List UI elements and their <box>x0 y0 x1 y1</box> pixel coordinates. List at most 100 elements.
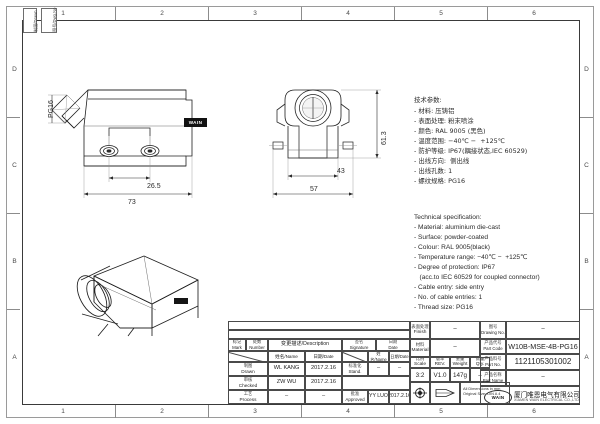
company-name-cn: 厦门唯恩电气有限公司 <box>514 391 580 399</box>
rev-header-date: 日期 Date <box>376 339 410 351</box>
material-label: 材料 Material <box>410 339 430 357</box>
checked-date-value: 2017.2.16 <box>311 379 336 386</box>
rev-header-date-en: Date <box>388 344 398 350</box>
zone-tick-top <box>208 7 209 20</box>
stand-date-value: – <box>397 365 402 372</box>
drawing-no-label-cn: 图号 <box>488 324 498 330</box>
part-name-label-en: Part Name <box>482 377 504 383</box>
scale-label: 比例 Scale <box>410 357 430 368</box>
role-process: 工艺 Process <box>228 390 268 404</box>
name-header-left: 姓名/Name <box>268 351 305 362</box>
spec-en-line-6: (acc.to IEC 60529 for coupled connector) <box>414 274 540 281</box>
company-logo-icon: WAIN <box>484 389 512 403</box>
zone-tick-bottom <box>394 405 395 418</box>
dim-label-61-3: 61.3 <box>381 131 388 145</box>
process-name: – <box>268 390 305 404</box>
role-checked-en: Checked <box>238 382 258 388</box>
rev-header-signature: 签名 Signature <box>342 339 376 351</box>
rev-header-signature-cn: 签名 <box>354 339 364 345</box>
rev-header-number-en: Number <box>249 344 265 350</box>
drawn-name-value: WL KANG <box>273 365 300 372</box>
signer-corner-left <box>228 351 268 362</box>
spec-en-line-5: - Degree of protection: IP67 <box>414 264 496 271</box>
role-checked: 审核 Checked <box>228 376 268 390</box>
corner-box-drawn-label: 制图/Drawn <box>33 10 38 32</box>
spec-cn-line-6: - 出线方向: 侧出线 <box>414 157 470 165</box>
spec-en-line-3: - Colour: RAL 9005(black) <box>414 244 490 251</box>
checked-name-value: ZW WU <box>276 379 297 386</box>
approved-name-value: YY LUO <box>369 393 388 400</box>
dimension-26-5 <box>108 156 151 182</box>
drawing-no-value-text: – <box>541 326 545 333</box>
zone-tick-right <box>580 309 593 310</box>
company-name-en: XIAMEN WAIN ELECTRICAL CO.,LTD <box>514 398 579 402</box>
role-stand: 标准化 Stand. <box>342 362 368 376</box>
rev-value-text: V1.0 <box>433 371 447 379</box>
zone-label-right-d: D <box>584 66 589 73</box>
projection-symbol-first-angle <box>410 382 430 404</box>
process-name-value: – <box>284 393 289 400</box>
stand-name-value: – <box>376 365 381 372</box>
corner-box-drawn: 制图/Drawn <box>23 8 38 33</box>
zone-tick-top <box>394 7 395 20</box>
spec-en-line-8: - No. of cable entries: 1 <box>414 294 483 301</box>
drawing-no-value: – <box>506 321 580 339</box>
sheet-border-outer <box>6 6 594 418</box>
zone-label-bottom-5: 5 <box>439 408 443 415</box>
scale-value-text: 3:2 <box>415 371 425 379</box>
part-no-label-cn: 产品料号 <box>484 356 502 362</box>
drawing-no-label: 图号 Drawing No. <box>480 321 506 339</box>
spec-cn-line-5: - 防护等级: IP67(耦接状态,IEC 60529) <box>414 147 528 155</box>
zone-label-top-2: 2 <box>160 10 164 17</box>
spec-cn-line-7: - 出线孔数: 1 <box>414 167 453 175</box>
approved-date: 2017.2.16 <box>389 390 410 404</box>
qty-value-text: – <box>478 371 482 379</box>
material-label-cn: 材料 <box>415 342 425 348</box>
dimension-61-3 <box>338 89 381 159</box>
zone-tick-right <box>580 117 593 118</box>
material-value: – <box>430 339 480 357</box>
rev-header-description-label: 变更描述/Description <box>280 341 330 348</box>
rev-header-number: 处数 Number <box>246 339 268 351</box>
checked-date: 2017.2.16 <box>305 376 342 390</box>
part-code-label-cn: 产品代号 <box>484 341 502 347</box>
zone-label-bottom-6: 6 <box>532 408 536 415</box>
dim-label-pg16: PG16 <box>48 100 55 118</box>
date-header-right-label: 日期/Date <box>390 353 409 359</box>
scale-value: 3:2 <box>410 368 430 382</box>
part-code-label-en: Part Code <box>483 346 503 352</box>
finish-label: 表面处理 Finish <box>410 321 430 339</box>
zone-label-right-a: A <box>584 354 589 361</box>
part-no-value-text: 1121105301002 <box>514 357 572 367</box>
spec-cn-line-4: - 温度范围: −40℃ − +125℃ <box>414 137 505 145</box>
corner-box-dwgno-label: 图号/Dwg.No <box>52 7 57 32</box>
first-angle-symbol-icon <box>413 387 427 399</box>
rev-label: 版本 REV. <box>430 357 450 368</box>
rev-header-mark: 标记 Mark <box>228 339 246 351</box>
material-value-text: – <box>453 344 457 351</box>
finish-label-en: Finish <box>413 329 427 335</box>
spec-en-line-4: - Temperature range: −40℃ − +125℃ <box>414 254 528 261</box>
spec-en-line-9: - Thread size: PG16 <box>414 304 473 311</box>
rev-header-number-cn: 处数 <box>252 339 262 345</box>
part-name-label-cn: 产品名称 <box>484 372 502 378</box>
part-no-label: 产品料号 Part No. <box>480 354 506 370</box>
signer-corner-right <box>342 351 368 362</box>
rev-header-mark-cn: 标记 <box>232 339 242 345</box>
material-label-en: Material <box>411 347 429 353</box>
isometric-view-drawing <box>76 255 199 337</box>
name-header-left-label: 姓名/Name <box>275 353 298 359</box>
name-header-right: 姓名/Name <box>368 351 389 362</box>
spec-cn-line-8: - 螺纹规格: PG16 <box>414 177 466 185</box>
role-drawn: 制图 Drawn <box>228 362 268 376</box>
sheet-border-inner <box>22 20 580 405</box>
weight-value: 147g <box>450 368 470 382</box>
rev-header-date-cn: 日期 <box>388 339 398 345</box>
dimension-note-line1: All Dimensions in mm <box>463 386 501 391</box>
zone-label-left-a: A <box>12 354 17 361</box>
part-no-value: 1121105301002 <box>506 354 580 370</box>
front-view-drawing <box>269 89 381 198</box>
zone-tick-top <box>487 7 488 20</box>
role-approved-en: Approved <box>345 396 365 402</box>
spec-en-line-2: - Surface: powder-coated <box>414 234 489 241</box>
